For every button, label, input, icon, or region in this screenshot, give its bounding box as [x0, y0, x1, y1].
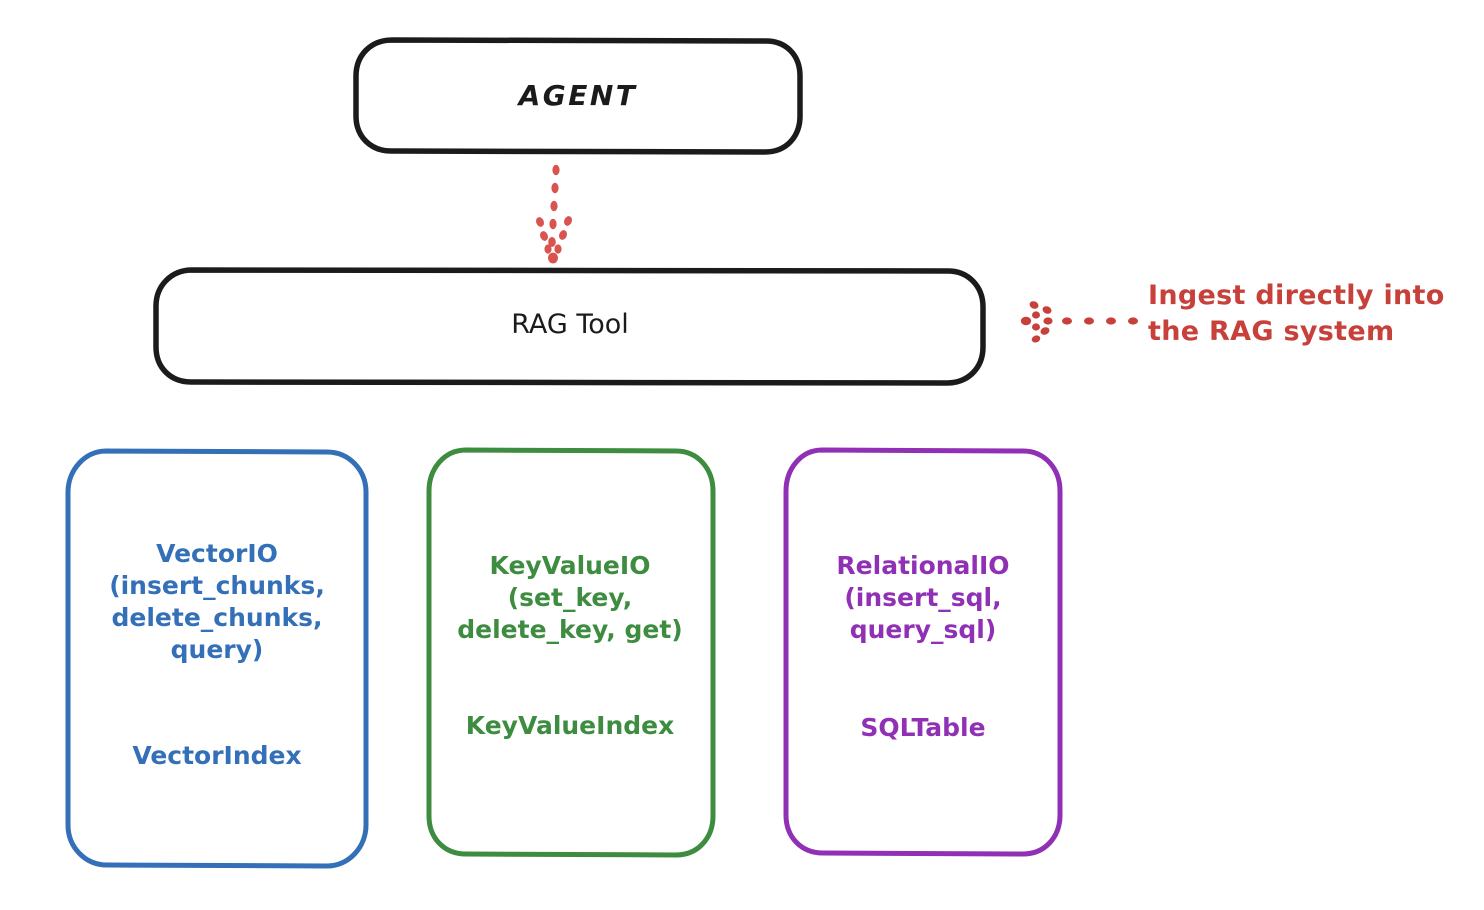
- keyvalue-io-box[interactable]: [426, 447, 716, 858]
- ingest-to-rag-tool-arrow: [1020, 301, 1138, 343]
- agent-to-rag-tool-arrow: [536, 164, 572, 264]
- vector-io-box[interactable]: [65, 448, 369, 869]
- ingest-annotation-text: Ingest directly into the RAG system: [1148, 280, 1445, 347]
- agent-box[interactable]: [353, 37, 803, 155]
- rag-tool-box[interactable]: [153, 267, 986, 386]
- relational-io-box[interactable]: [783, 447, 1063, 857]
